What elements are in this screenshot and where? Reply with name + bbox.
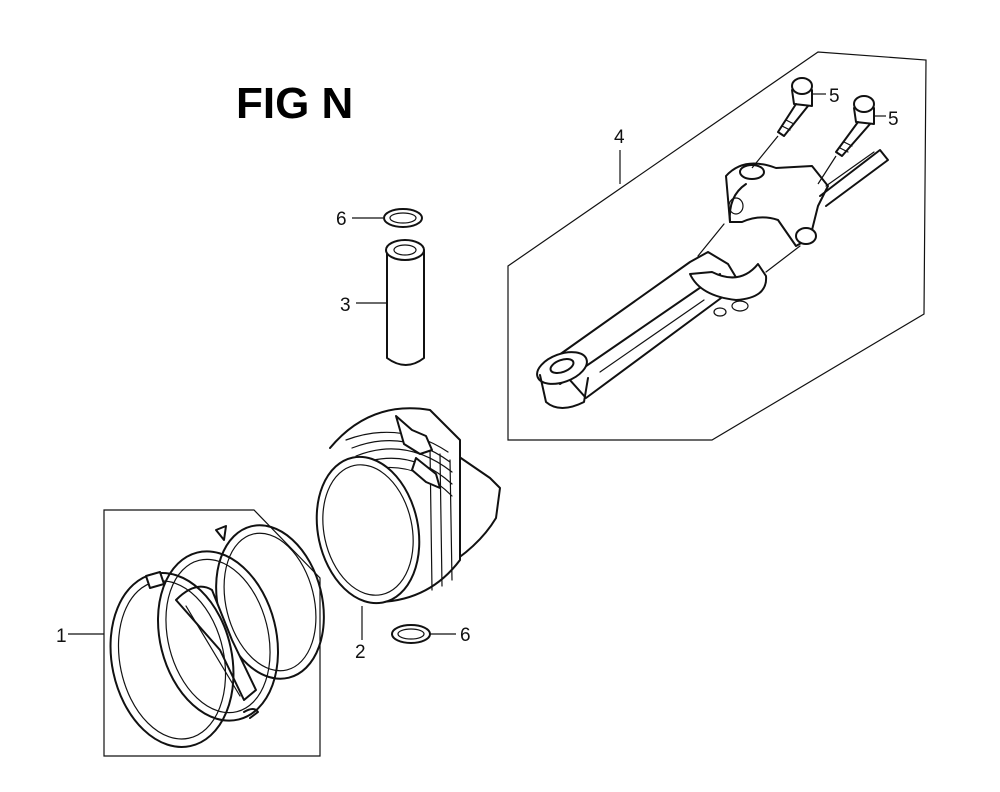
callout-6-top: 6 xyxy=(336,209,347,230)
rod-bolt-b xyxy=(817,95,875,185)
piston-ring-middle xyxy=(157,550,279,722)
callout-2: 2 xyxy=(355,642,366,663)
callout-1: 1 xyxy=(56,626,67,647)
piston-ring-set: 1 xyxy=(56,509,325,757)
connecting-rod-frame xyxy=(507,51,927,441)
callout-5b: 5 xyxy=(888,109,899,130)
figure-title: FIG N xyxy=(236,79,353,128)
callout-3: 3 xyxy=(340,295,351,316)
connecting-rod xyxy=(536,149,889,409)
pin-clip-bottom: 6 xyxy=(391,624,471,646)
callout-6-bottom: 6 xyxy=(460,625,471,646)
piston-pin: 3 xyxy=(340,239,425,366)
piston: 2 xyxy=(315,407,501,663)
callout-5a: 5 xyxy=(829,86,840,107)
piston-ring-frame xyxy=(103,509,321,757)
pin-clip-top: 6 xyxy=(336,208,423,230)
rod-bolt-a xyxy=(751,77,813,169)
connecting-rod-group: 4 5 5 xyxy=(507,51,927,441)
piston-ring-front xyxy=(109,571,235,748)
callout-4: 4 xyxy=(614,127,625,148)
